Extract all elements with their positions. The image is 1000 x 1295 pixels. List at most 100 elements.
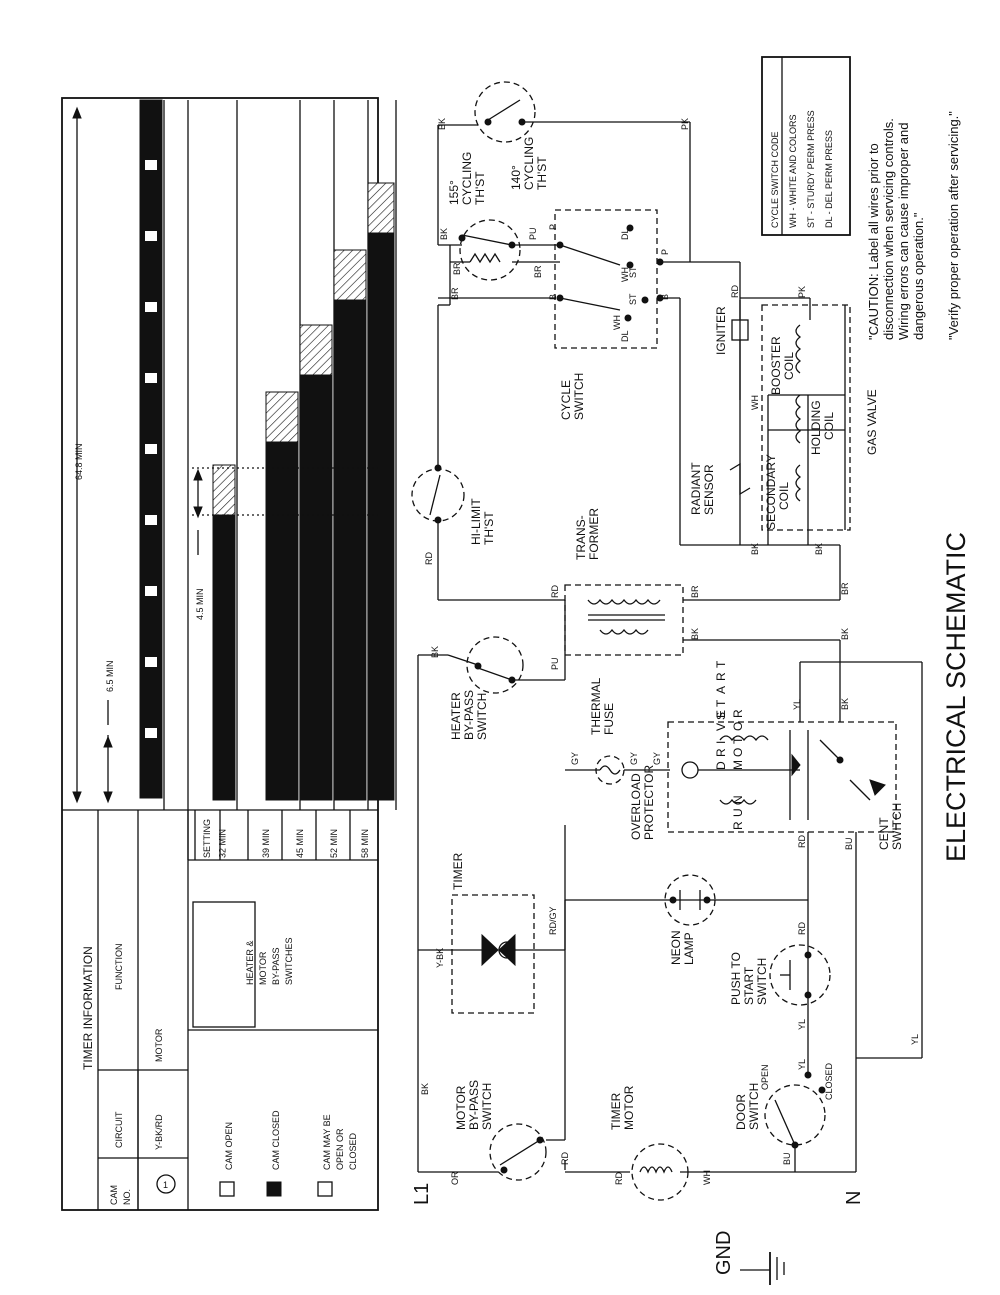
wire-rdgy: RD/GY [548,906,558,935]
circuit-value: Y-BK/RD [154,1114,164,1150]
wire-pu1: PU [550,657,560,670]
door-switch: DOOR SWITCH OPEN CLOSED YL BU [734,900,856,1173]
cam-number-circle [156,1174,176,1194]
booster-1: BOOSTER [769,336,783,395]
dim-total: 64.8 MIN [74,443,84,480]
cyc140-3: TH'ST [535,156,549,190]
wire-gy2: GY [629,752,639,765]
cycle-code-title: CYCLE SWITCH CODE [770,131,780,228]
wire-bu2: BU [844,837,854,850]
setting-2: 45 MIN [295,829,305,858]
setting-bar-1 [265,441,299,801]
radiant-2: SENSOR [702,464,716,515]
drive-motor-letter: T [731,736,745,744]
caution-4: dangerous operation." [911,212,926,340]
setting-4: 58 MIN [360,829,370,858]
sw-st2: ST [628,293,638,305]
igniter: IGNITER [714,306,728,355]
heater-bypass-2: BY-PASS [462,690,476,740]
setting-bar-3 [333,299,367,801]
function-box-3: BY-PASS [271,947,281,985]
caution-3: Wiring errors can cause improper and [896,123,911,340]
sw-b1: B [548,294,558,300]
wire-bk2: BK [430,646,440,658]
drive-motor-letter: I [714,741,728,744]
neon-lamp-1: NEON [669,930,683,965]
caution-note: "CAUTION: Label all wires prior to disco… [866,111,961,340]
wire-br5: BR [840,582,850,595]
timer-motor: TIMER MOTOR RD WH [565,1085,775,1201]
drive-motor-letter: N [731,795,745,804]
setting-hatch-0 [212,464,236,516]
push-to-start-switch: PUSH TO START SWITCH RD YL [729,922,831,1030]
wire-bk9: BK [840,628,850,640]
hi-limit-thermostat: HI-LIMIT TH'ST RD [411,305,496,600]
drive-motor-letter: M [731,760,745,770]
cycle-code-1: WH - WHITE AND COLORS [788,114,798,228]
dimension-step: 4.5 MIN [192,467,378,620]
cycling-thermostat-155: 155° CYCLING TH'ST BK BR PU BR BR [437,125,560,306]
caution-2: disconnection when servicing controls. [881,118,896,340]
motor-bypass-3: SWITCH [480,1083,494,1130]
holding-1: HOLDING [809,400,823,455]
push-start-2: START [742,966,756,1005]
cycle-switch: CYCLE SWITCH P P B B DL DL WH WH ST ST [438,209,841,600]
door-closed: CLOSED [824,1062,834,1100]
timer-motor-2: MOTOR [622,1085,636,1130]
drive-motor-letter: R [714,672,728,681]
setting-hatch-2 [299,324,333,376]
cam-gap [145,160,157,170]
cyc155-1: 155° [447,180,461,205]
drive-motor-letter: T [714,699,728,707]
wire-or: OR [450,1171,460,1185]
thermal-fuse: THERMAL FUSE GY GY GY [565,677,670,785]
wire-rd5: RD [550,585,560,598]
motor-bypass-1: MOTOR [454,1085,468,1130]
transformer: TRANS- FORMER RD BR BK [438,508,840,656]
rail-n: N [843,1191,865,1205]
thermal-fuse-2: FUSE [602,703,616,735]
wire-wh1: WH [702,1170,712,1185]
heater-bypass-1: HEATER [449,692,463,740]
dim-first: 6.5 MIN [105,660,115,692]
wire-rd3: RD [797,922,807,935]
wire-yl3: YL [792,699,802,710]
cyc155-3: TH'ST [473,171,487,205]
setting-bar-4 [367,232,395,801]
setting-1: 39 MIN [261,829,271,858]
transformer-2: FORMER [587,508,601,560]
function-box-2: MOTOR [258,951,268,985]
door-switch-2: SWITCH [747,1083,761,1130]
schematic-title: ELECTRICAL SCHEMATIC [941,532,971,862]
heater-bypass-switch: HEATER BY-PASS SWITCH BK PU [430,636,566,740]
overload-2: PROTECTOR [642,765,656,840]
gas-valve-assembly: RADIANT SENSOR IGNITER BOOSTER COIL SECO… [689,285,879,640]
sw-p2: P [660,249,670,255]
neon-lamp-2: LAMP [682,932,696,965]
sw-st1: ST [628,266,638,278]
cycling-thermostat-140: 140° CYCLING TH'ST BK PK [437,81,691,262]
motor-bypass-2: BY-PASS [467,1080,481,1130]
power-rails: L1 N GND [411,654,922,1285]
wire-gy1: GY [570,752,580,765]
drive-motor-letter: V [714,723,728,731]
timer-cam: 1 [504,946,509,956]
col-cam-1: CAM [109,1185,119,1205]
sw-b2: B [660,294,670,300]
cam-gap [145,231,157,241]
cent-switch-2: SWITCH [890,803,904,850]
wire-rd4: RD [797,835,807,848]
drive-motor-letter: U [731,808,745,817]
wire-pk2: PK [797,286,807,298]
wire-bk7: BK [750,543,760,555]
sw-p1: P [548,224,558,230]
legend-open-swatch [219,1181,235,1197]
wire-rd2: RD [614,1172,624,1185]
wire-bk4: BK [690,628,700,640]
transformer-1: TRANS- [574,515,588,560]
cent-switch-1: CENT [877,817,891,850]
wire-bk3: BK [840,698,850,710]
cam-gap [145,799,157,809]
legend-closed: CAM CLOSED [271,1110,281,1170]
